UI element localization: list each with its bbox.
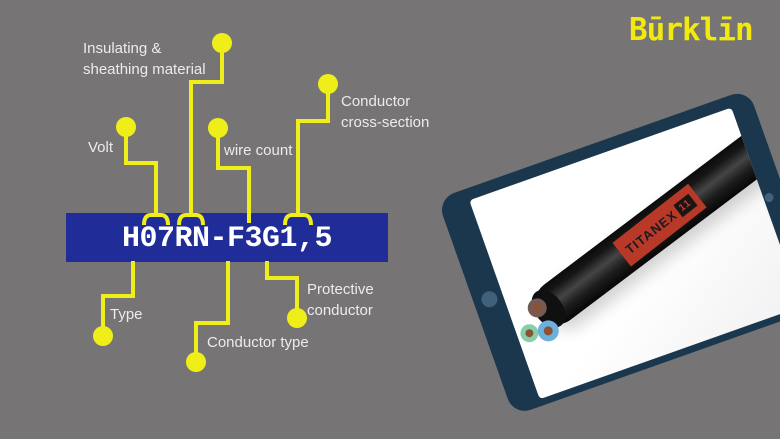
burklin-logo: Būrklīn xyxy=(629,12,754,48)
tablet-camera-icon xyxy=(479,289,500,310)
callout-dot-type xyxy=(93,326,113,346)
callout-label-protective-conductor: Protective conductor xyxy=(307,281,374,319)
copper-core-icon xyxy=(531,301,544,315)
callout-label-volt: Volt xyxy=(88,139,114,156)
cable-code-text: H07RN-F3G1,5 xyxy=(121,221,333,256)
callout-line-cross-section xyxy=(296,84,330,216)
tablet-screen: TITANEX 11 xyxy=(469,107,780,400)
callout-label-conductor-type: Conductor type xyxy=(207,334,309,351)
callout-dot-volt xyxy=(116,117,136,137)
callout-label-insulating-sheathing-material: Insulating & sheathing material xyxy=(83,40,206,78)
copper-core-icon xyxy=(523,327,536,340)
callout-dot-protective-conductor xyxy=(287,308,307,328)
tablet-button-icon xyxy=(763,191,775,204)
cable-brand-text: TITANEX xyxy=(622,206,680,257)
callout-label-type: Type xyxy=(110,306,143,323)
tablet: TITANEX 11 xyxy=(437,88,780,416)
callout-line-protective-conductor xyxy=(265,261,299,318)
callout-dot-conductor-type xyxy=(186,352,206,372)
copper-core-icon xyxy=(541,324,556,338)
cable-brand-label: TITANEX 11 xyxy=(612,183,707,267)
cable-code-box: H07RN-F3G1,5 xyxy=(66,213,388,262)
callout-line-volt xyxy=(124,127,158,216)
callout-label-wire-count: wire count xyxy=(224,142,293,159)
cable-photo: TITANEX 11 xyxy=(516,117,780,346)
callout-dot-wire-count xyxy=(208,118,228,138)
callout-dot-cross-section xyxy=(318,74,338,94)
cable-brand-mark: 11 xyxy=(673,193,697,217)
callout-dot-insulating xyxy=(212,33,232,53)
callout-label-conductor-cross-section: Conductor cross-section xyxy=(341,93,430,131)
